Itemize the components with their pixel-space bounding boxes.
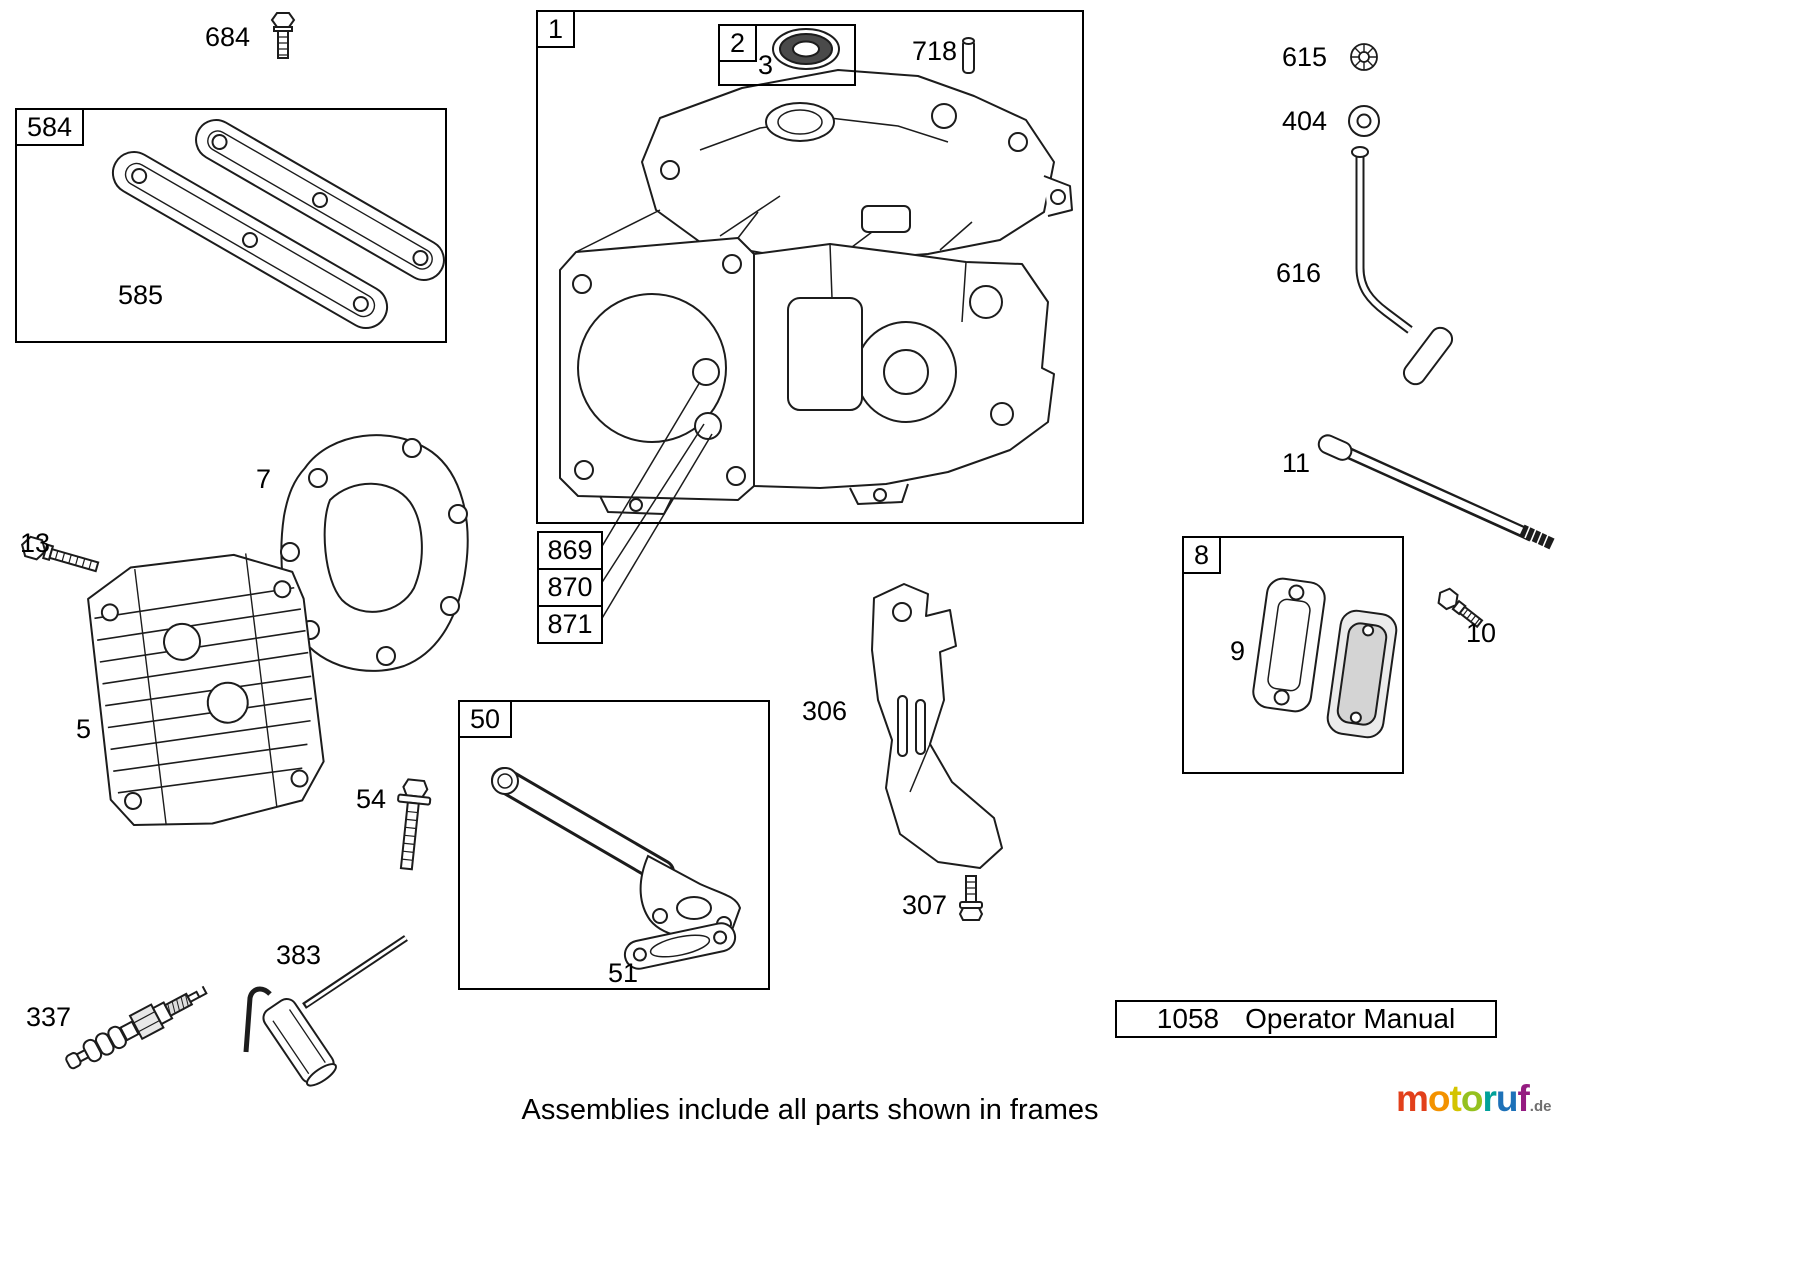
part-label-616: 616 [1276, 258, 1322, 288]
part-label-718: 718 [912, 36, 958, 66]
intake-tube-50-icon [491, 767, 742, 939]
part-label-869: 869 [537, 531, 603, 570]
part-label-684: 684 [205, 22, 251, 52]
bolt-13-icon [20, 535, 100, 573]
bolt-684-icon [270, 12, 296, 59]
frame-50-label: 50 [458, 700, 513, 738]
exhaust-gasket-pair-icon [111, 119, 445, 329]
frame-584-label: 584 [15, 108, 85, 146]
bolt-54-icon [397, 778, 432, 871]
motoruf-logo: motoruf .de [1396, 1078, 1551, 1120]
oil-tube-11-icon [1317, 434, 1555, 550]
frame-2-label: 2 [718, 24, 758, 62]
assemblies-note: Assemblies include all parts shown in fr… [521, 1094, 1099, 1126]
part-label-307: 307 [902, 890, 948, 920]
operator-manual-title: Operator Manual [1245, 1003, 1456, 1034]
part-label-870: 870 [537, 568, 603, 607]
part-label-306: 306 [802, 696, 848, 726]
part-label-337: 337 [26, 1002, 72, 1032]
frame-8-label: 8 [1182, 536, 1222, 574]
head-gasket-7-icon [280, 434, 469, 672]
operator-manual-box: 1058 Operator Manual [1115, 1000, 1497, 1038]
part-label-13: 13 [20, 528, 51, 558]
part-label-11: 11 [1282, 448, 1311, 478]
frame-584: 584 [15, 108, 447, 343]
spark-plug-337-icon [65, 985, 208, 1070]
intake-gasket-51-icon [623, 922, 737, 970]
bolt-307-icon [958, 875, 984, 921]
part-label-54: 54 [356, 784, 387, 814]
part-label-383: 383 [276, 940, 322, 970]
operator-manual-number: 1058 [1156, 1003, 1220, 1034]
part-label-51: 51 [608, 958, 639, 988]
part-label-585: 585 [118, 280, 164, 310]
part-label-10: 10 [1466, 618, 1497, 648]
dipstick-616-icon [1351, 146, 1454, 386]
muffler-icon [1326, 609, 1398, 739]
frame-2: 2 [718, 24, 856, 86]
muffler-gasket-9-icon [1252, 577, 1326, 713]
ref-stack-869-871: 869 870 871 [537, 531, 603, 644]
part-label-7: 7 [256, 464, 272, 494]
frame-1-label: 1 [536, 10, 576, 48]
part-label-3: 3 [758, 50, 774, 80]
logo-suffix: .de [1529, 1098, 1552, 1115]
plug-wrench-383-icon [243, 935, 408, 1087]
part-label-404: 404 [1282, 106, 1328, 136]
leader-lines-869-871 [600, 381, 713, 621]
frame-50: 50 [458, 700, 770, 990]
part-label-9: 9 [1230, 636, 1246, 666]
frame-8: 8 [1182, 536, 1404, 774]
cylinder-head-5-icon [87, 553, 325, 827]
washer-404-icon [1348, 105, 1380, 137]
dowel-pin-718-icon [962, 37, 975, 74]
bolt-10-icon [1437, 587, 1484, 629]
star-washer-615-icon [1350, 43, 1378, 71]
part-label-871: 871 [537, 605, 603, 644]
logo-word: motoruf [1396, 1078, 1530, 1119]
heat-shield-306-icon [871, 583, 1003, 869]
oil-seal-icon [772, 28, 840, 70]
part-label-5: 5 [76, 714, 92, 744]
part-label-615: 615 [1282, 42, 1328, 72]
frame-1: 1 [536, 10, 1084, 524]
engine-block-icon [559, 69, 1073, 515]
